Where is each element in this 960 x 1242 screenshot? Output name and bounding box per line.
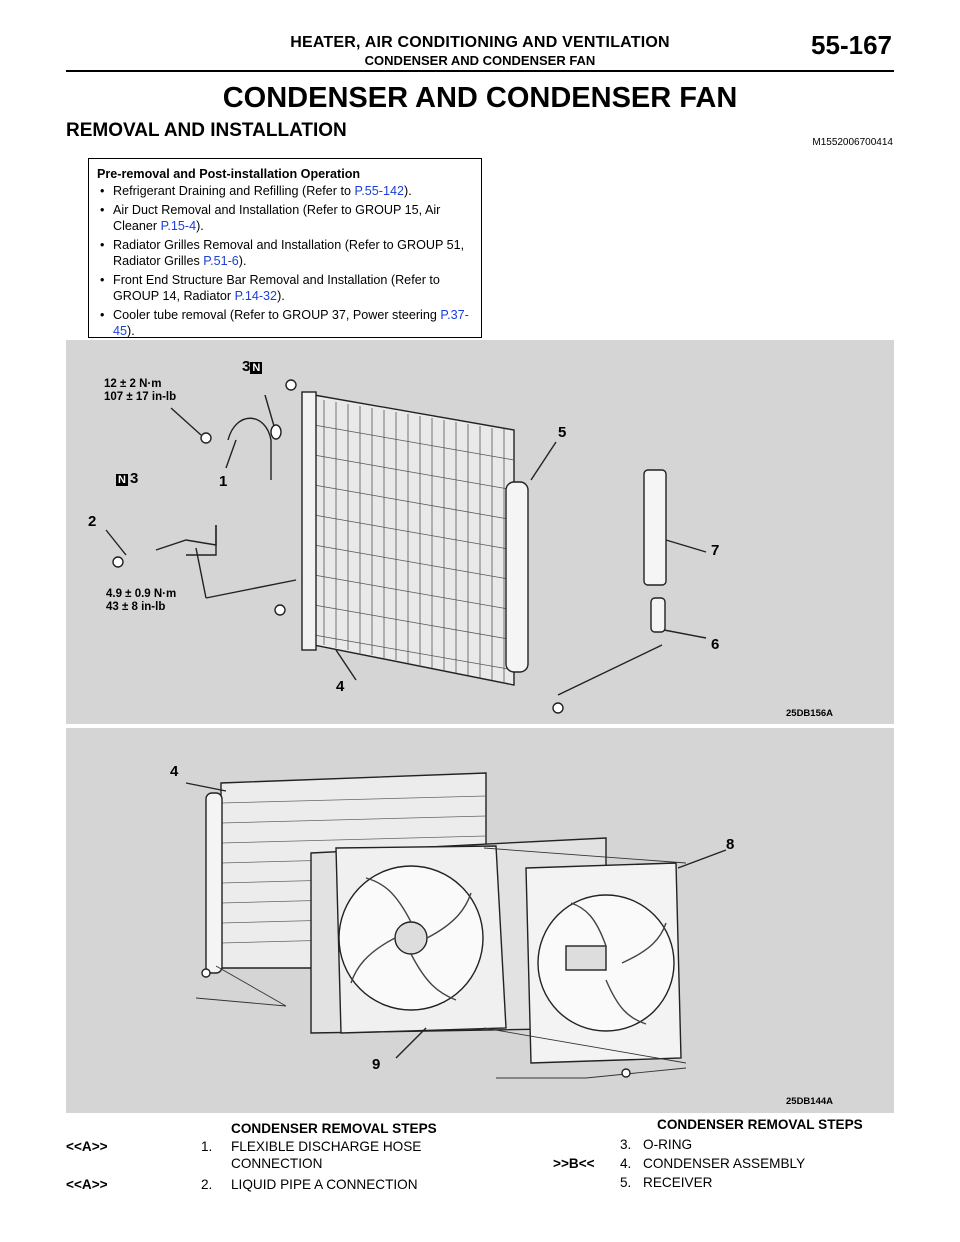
step-number: 1.	[201, 1139, 213, 1154]
page-ref-link[interactable]: P.51-6	[203, 254, 239, 268]
n-mark-icon: N	[250, 362, 263, 374]
pre-removal-item: • Radiator Grilles Removal and Installati…	[97, 237, 473, 269]
step-text: RECEIVER	[643, 1175, 713, 1190]
header-subtitle: CONDENSER AND CONDENSER FAN	[364, 53, 596, 68]
pre-removal-item: • Refrigerant Draining and Refilling (Ref…	[97, 183, 473, 199]
torque-inlb: 107 ± 17 in-lb	[104, 391, 177, 403]
pre-removal-item: • Cooler tube removal (Refer to GROUP 37,…	[97, 307, 473, 339]
condenser-diagram: 12 ± 2 N·m 107 ± 17 in-lb 4.9 ± 0.9 N·m …	[66, 340, 894, 724]
step-text: LIQUID PIPE A CONNECTION	[231, 1177, 418, 1192]
torque-spec-top: 12 ± 2 N·m 107 ± 17 in-lb	[104, 378, 176, 404]
step-text-continued: CONNECTION	[231, 1156, 323, 1171]
step-number: 3.	[620, 1137, 632, 1152]
callout-8: 8	[726, 836, 735, 853]
pre-removal-item: • Front End Structure Bar Removal and Ins…	[97, 272, 473, 304]
steps-heading-right: CONDENSER REMOVAL STEPS	[657, 1117, 863, 1132]
torque-inlb: 43 ± 8 in-lb	[106, 601, 166, 613]
step-row: >>B<< 4. CONDENSER ASSEMBLY	[553, 1155, 893, 1172]
step-row: <<A>> 2. LIQUID PIPE A CONNECTION	[66, 1176, 466, 1193]
pre-removal-list: • Refrigerant Draining and Refilling (Ref…	[97, 183, 473, 339]
condenser-fan-diagram: 4 8 9 25DB144A	[66, 728, 894, 1113]
item-tail: ).	[196, 219, 204, 233]
bullet-icon: •	[100, 184, 105, 198]
pre-removal-item: • Air Duct Removal and Installation (Refe…	[97, 202, 473, 234]
callout-number: 3	[129, 470, 139, 487]
item-text: Air Duct Removal and Installation (Refer…	[113, 203, 441, 233]
header-rule	[66, 70, 894, 72]
item-text: Refrigerant Draining and Refilling (Refe…	[113, 184, 355, 198]
item-tail: ).	[277, 289, 285, 303]
callout-6: 6	[711, 636, 720, 653]
item-text: Radiator Grilles Removal and Installatio…	[113, 238, 465, 268]
step-marker: <<A>>	[66, 1177, 108, 1192]
callout-number: 3	[242, 358, 251, 375]
callout-1: 1	[219, 473, 228, 490]
condenser-illustration	[105, 379, 707, 714]
step-number: 2.	[201, 1177, 213, 1192]
callout-4: 4	[170, 763, 179, 780]
pre-removal-box: Pre-removal and Post-installation Operat…	[88, 158, 482, 338]
step-row: <<A>> 1. FLEXIBLE DISCHARGE HOSE CONNECT…	[66, 1138, 466, 1172]
page-number: 55-167	[811, 30, 892, 60]
callout-5: 5	[558, 424, 567, 441]
page-ref-link[interactable]: P.14-32	[234, 289, 278, 303]
bullet-icon: •	[100, 238, 105, 252]
bullet-icon: •	[100, 308, 105, 322]
item-tail: ).	[238, 254, 247, 268]
torque-nm: 4.9 ± 0.9 N·m	[106, 588, 177, 600]
figure-code: 25DB156A	[786, 708, 833, 719]
step-marker: >>B<<	[553, 1156, 595, 1171]
main-title: CONDENSER AND CONDENSER FAN	[222, 82, 738, 114]
item-tail: ).	[127, 324, 135, 338]
n-mark-icon: N	[116, 474, 128, 486]
item-text: Cooler tube removal (Refer to GROUP 37, …	[113, 308, 441, 322]
step-row: 3. O-RING	[553, 1136, 893, 1153]
page-ref-link[interactable]: P.15-4	[160, 219, 197, 233]
pre-removal-title: Pre-removal and Post-installation Operat…	[97, 167, 361, 181]
item-tail: ).	[404, 184, 412, 198]
torque-nm: 12 ± 2 N·m	[104, 378, 162, 390]
step-text: FLEXIBLE DISCHARGE HOSE	[231, 1139, 422, 1154]
step-row: 5. RECEIVER	[553, 1174, 893, 1191]
page-ref-link[interactable]: P.55-142	[354, 184, 405, 198]
step-text: CONDENSER ASSEMBLY	[643, 1156, 806, 1171]
callout-2: 2	[88, 513, 97, 530]
torque-spec-bottom: 4.9 ± 0.9 N·m 43 ± 8 in-lb	[106, 588, 176, 614]
figure-code: 25DB144A	[786, 1096, 833, 1107]
bullet-icon: •	[100, 203, 105, 217]
step-number: 4.	[620, 1156, 632, 1171]
document-id: M1552006700414	[812, 137, 893, 148]
section-title: REMOVAL AND INSTALLATION	[66, 120, 347, 141]
step-text: O-RING	[643, 1137, 693, 1152]
callout-4: 4	[336, 678, 345, 695]
page-ref-link[interactable]: P.37-45	[113, 308, 469, 338]
callout-9: 9	[372, 1056, 381, 1073]
item-text: Front End Structure Bar Removal and Inst…	[113, 273, 440, 303]
fan-illustration	[185, 772, 727, 1079]
steps-heading-left: CONDENSER REMOVAL STEPS	[231, 1121, 437, 1136]
header-title: HEATER, AIR CONDITIONING AND VENTILATION	[290, 34, 670, 51]
callout-7: 7	[711, 542, 720, 559]
step-number: 5.	[620, 1175, 632, 1190]
step-marker: <<A>>	[66, 1139, 108, 1154]
bullet-icon: •	[100, 273, 105, 287]
